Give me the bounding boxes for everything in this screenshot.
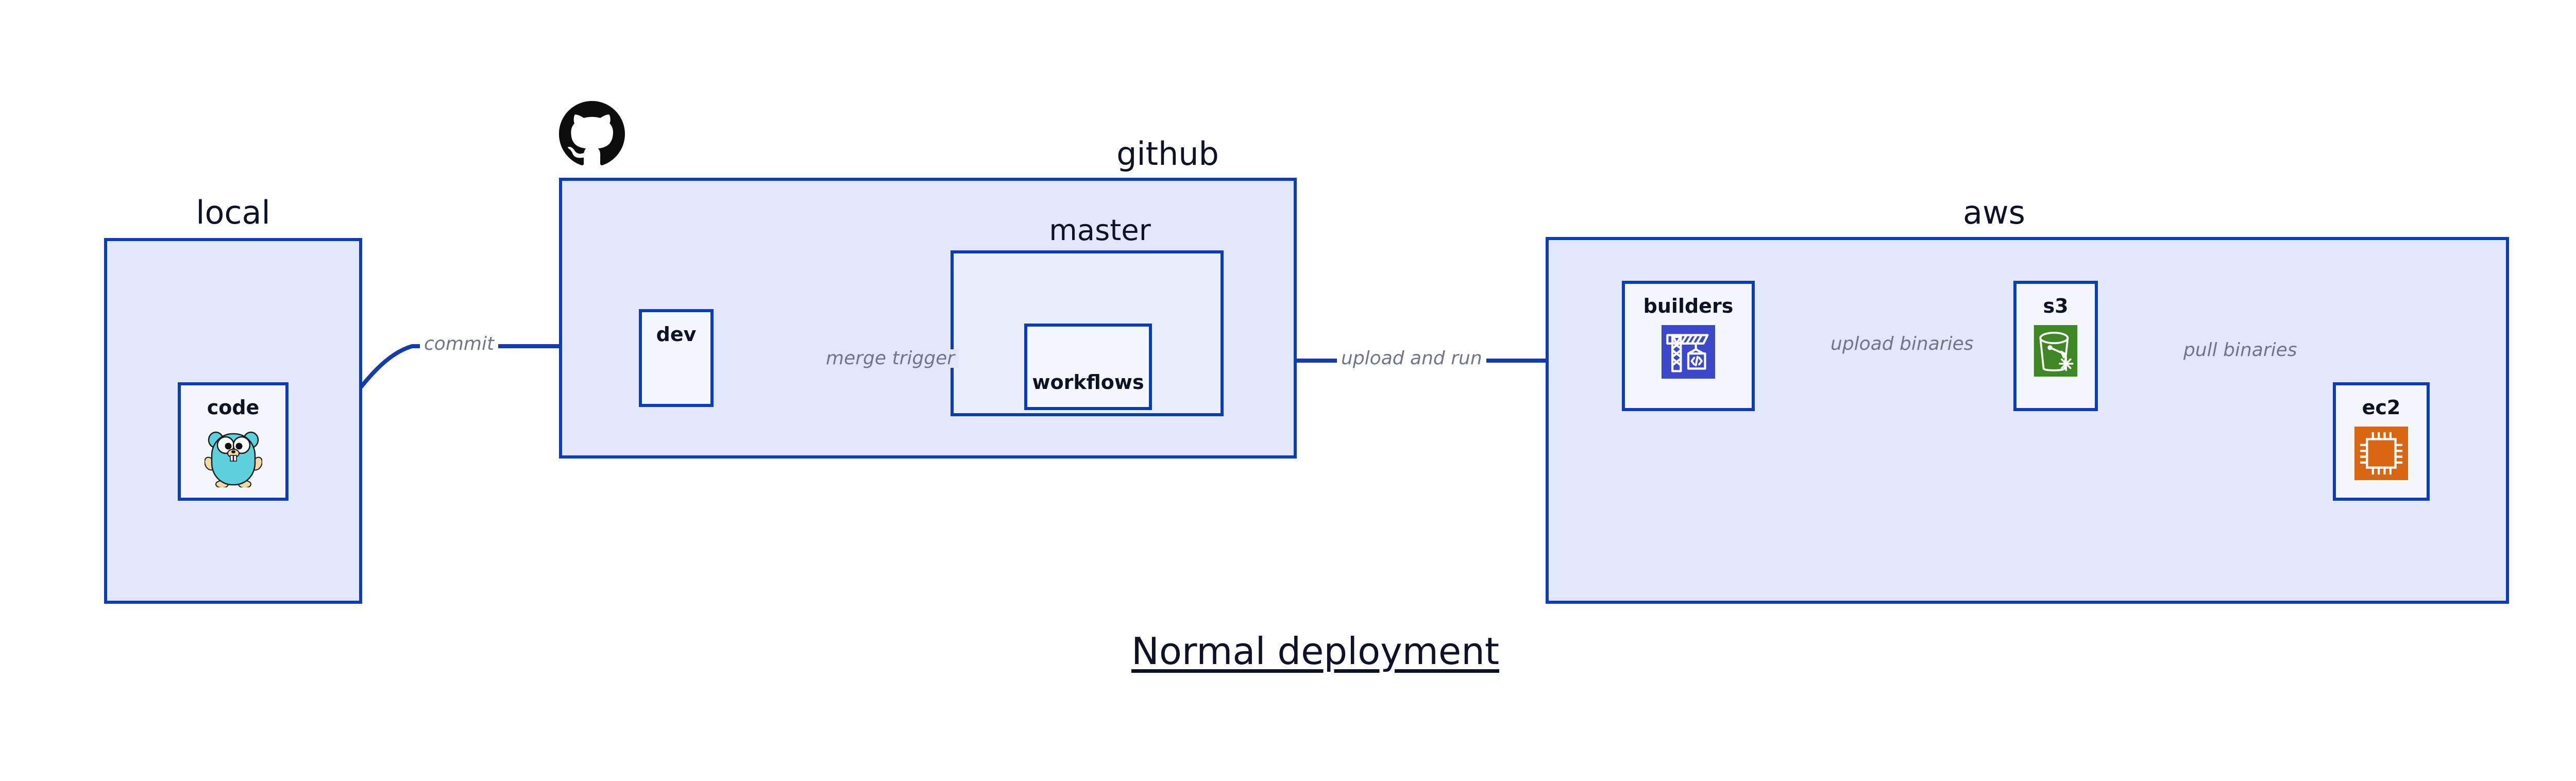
node-builders[interactable]: builders: [1622, 281, 1755, 411]
node-label-s3: s3: [2043, 295, 2069, 317]
edge-label-commit: commit: [420, 335, 499, 353]
aws-ec2-chip-icon: [2354, 427, 2408, 482]
edge-label-upload-and-run: upload and run: [1337, 349, 1486, 368]
go-gopher-icon: [204, 427, 262, 487]
github-octocat-icon: [559, 101, 625, 167]
aws-s3-bucket-icon: [2032, 325, 2079, 379]
aws-codebuild-crane-icon: [1662, 325, 1715, 381]
edge-label-merge-trigger: merge trigger: [822, 349, 959, 368]
group-label-aws: aws: [1962, 194, 2025, 231]
node-label-builders: builders: [1643, 295, 1734, 317]
edge-label-pull-binaries: pull binaries: [2179, 341, 2301, 360]
node-s3[interactable]: s3: [2013, 281, 2098, 411]
group-label-github: github: [1116, 135, 1219, 173]
node-code[interactable]: code: [178, 382, 289, 501]
subgroup-label-master: master: [1049, 214, 1151, 247]
node-dev[interactable]: dev: [639, 309, 714, 407]
node-label-ec2: ec2: [2362, 396, 2401, 419]
node-label-workflows: workflows: [1032, 371, 1144, 394]
page-title: Normal deployment: [1131, 630, 1500, 673]
group-label-local: local: [196, 194, 270, 231]
node-workflows[interactable]: workflows: [1024, 324, 1152, 410]
edge-label-upload-binaries: upload binaries: [1826, 335, 1978, 353]
node-label-dev: dev: [656, 323, 697, 346]
node-ec2[interactable]: ec2: [2333, 382, 2430, 501]
node-label-code: code: [207, 396, 260, 419]
